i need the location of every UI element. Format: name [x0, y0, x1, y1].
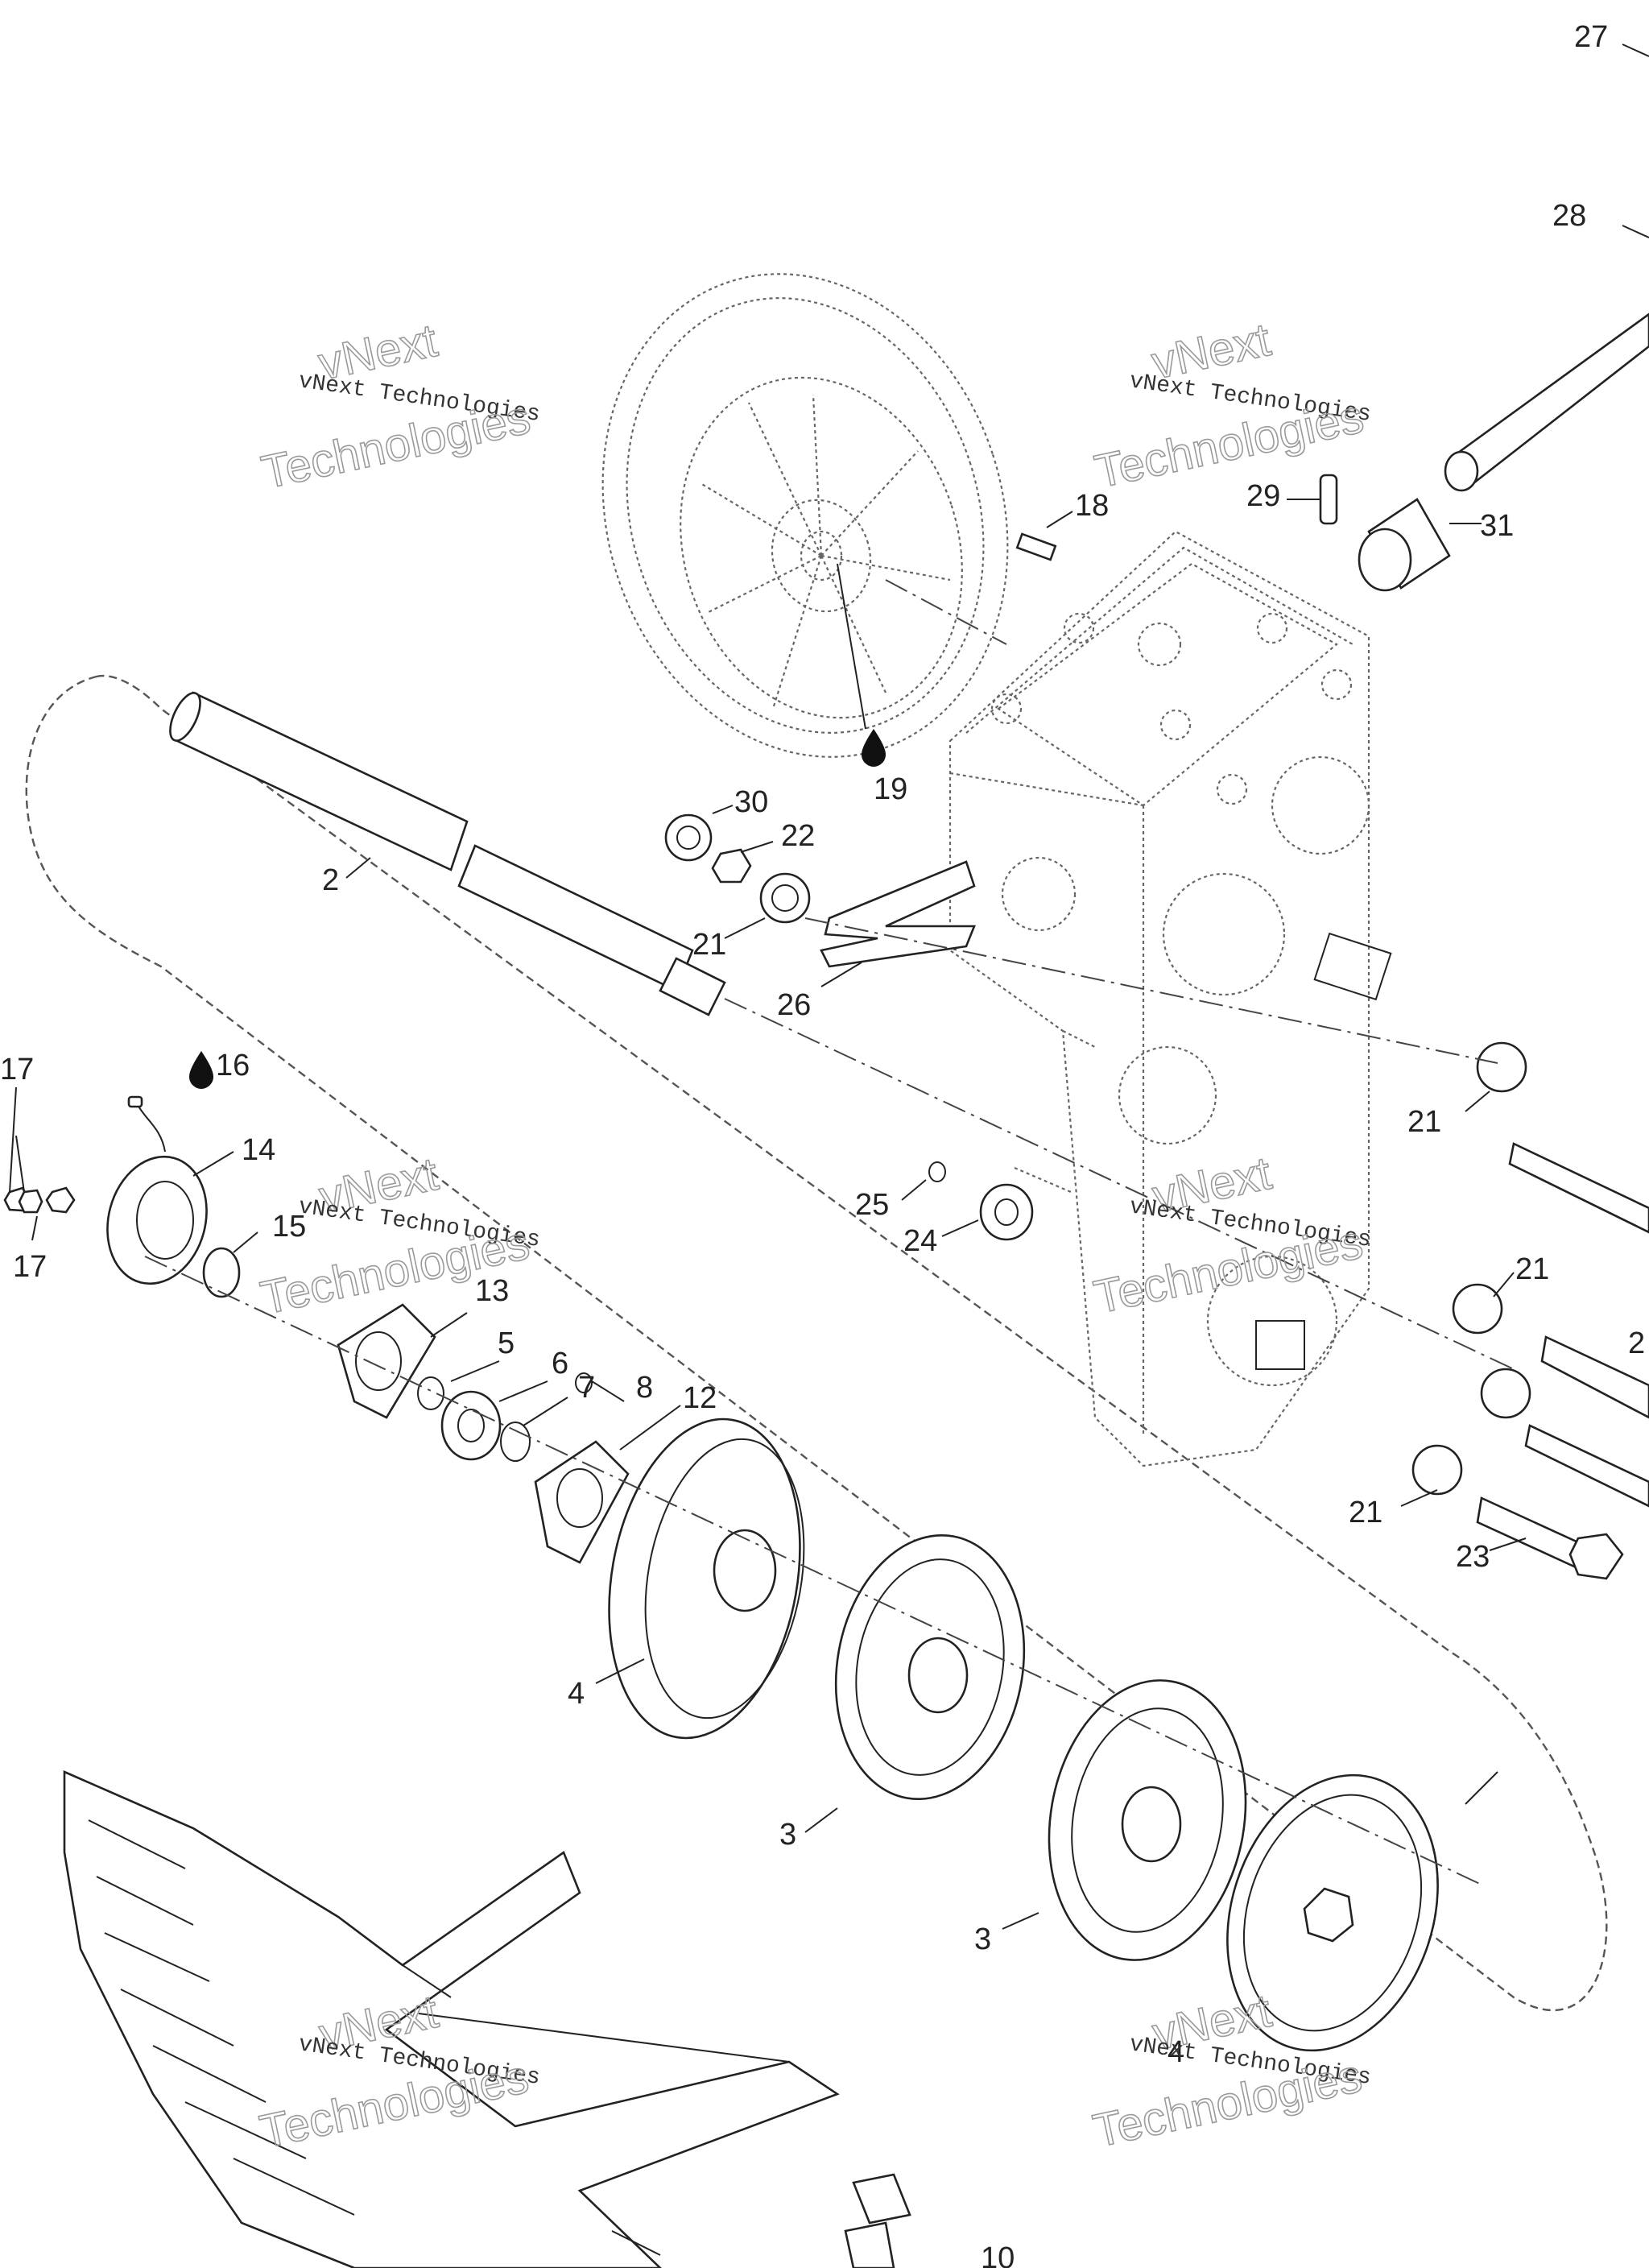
upper-shaft	[1444, 312, 1649, 492]
callout-26: 26	[777, 988, 811, 1022]
drive-sprocket-outer-left	[608, 1418, 805, 1740]
bearing-right-3	[1480, 1368, 1531, 1419]
callout-18: 18	[1075, 489, 1109, 523]
bearing-6	[440, 1390, 502, 1461]
callout-17: 17	[13, 1250, 47, 1284]
callout-25: 25	[855, 1188, 889, 1222]
leader-lines	[9, 43, 1649, 2256]
drive-sprocket-right	[1048, 1679, 1247, 1961]
callout-27: 27	[1574, 20, 1608, 54]
callout-4: 4	[568, 1677, 585, 1711]
callout-7: 7	[578, 1371, 595, 1405]
callout-3: 3	[974, 1922, 991, 1956]
callout-19: 19	[874, 772, 907, 806]
axis-line-shaft	[724, 998, 1515, 1370]
callout-31: 31	[1480, 509, 1514, 543]
callout-28: 28	[1552, 199, 1586, 233]
bearing-right-1	[1476, 1041, 1527, 1093]
callout-2: 2	[1628, 1326, 1645, 1360]
callout-12: 12	[683, 1381, 717, 1415]
ring-8	[575, 1372, 593, 1393]
oil-drop-icon	[189, 1051, 213, 1089]
callout-13: 13	[475, 1274, 509, 1308]
callout-14: 14	[242, 1133, 275, 1167]
callout-17: 17	[0, 1053, 34, 1086]
watermark-top-right: vNext vNext Technologies Technologies	[1089, 312, 1372, 499]
callout-30: 30	[734, 785, 768, 819]
bearing-housing-group	[3, 1095, 241, 1298]
gasket-12	[534, 1440, 630, 1564]
axis-line-top	[885, 579, 1007, 645]
spacer	[979, 1183, 1034, 1241]
drive-axle	[169, 691, 726, 1016]
watermark-middle-right: vNext vNext Technologies Technologies	[1089, 1146, 1372, 1324]
brake-disc-wheel	[601, 273, 1009, 758]
track-section	[63, 1770, 840, 2268]
drive-sprocket-outer-right	[1226, 1773, 1439, 2052]
callout-4: 4	[1168, 2035, 1184, 2069]
callout-24: 24	[903, 1224, 937, 1258]
clip-a	[844, 2221, 895, 2268]
shift-fork	[820, 860, 976, 968]
drive-sprocket-center	[834, 1533, 1026, 1801]
washer	[500, 1422, 531, 1462]
track-loop-outline	[25, 674, 1608, 2012]
gasket-13	[337, 1303, 436, 1419]
watermark-top-left: vNext vNext Technologies Technologies	[257, 313, 542, 499]
circlip	[417, 1376, 444, 1410]
callout-10: 10	[981, 2241, 1015, 2268]
nut	[711, 848, 752, 884]
callout-3: 3	[779, 1818, 796, 1852]
callout-23: 23	[1456, 1540, 1490, 1574]
collar	[1358, 498, 1451, 592]
callout-2: 2	[322, 863, 339, 897]
pin	[1319, 474, 1338, 525]
clip-b	[852, 2173, 911, 2225]
chaincase-housing	[948, 530, 1392, 1467]
callout-21: 21	[1407, 1105, 1441, 1139]
key	[1015, 532, 1057, 561]
callout-22: 22	[781, 819, 815, 853]
callout-8: 8	[636, 1371, 653, 1405]
callout-29: 29	[1246, 479, 1280, 513]
callout-21: 21	[692, 928, 726, 962]
callout-21: 21	[1515, 1252, 1549, 1286]
bearing-right-2	[1452, 1283, 1503, 1335]
axis-line-upper	[804, 917, 1498, 1064]
callout-21: 21	[1349, 1496, 1382, 1529]
callout-5: 5	[498, 1326, 515, 1360]
o-ring	[928, 1161, 946, 1182]
callout-15: 15	[272, 1210, 306, 1244]
callout-6: 6	[552, 1347, 568, 1380]
bolts-right	[1476, 1142, 1649, 1580]
bearing-upper	[759, 872, 811, 924]
sprocket-small	[664, 813, 713, 862]
bearing-right-4	[1411, 1444, 1463, 1496]
oil-drop-icon	[862, 729, 886, 767]
callout-16: 16	[216, 1049, 250, 1082]
axis-line-main	[144, 1256, 1482, 1885]
